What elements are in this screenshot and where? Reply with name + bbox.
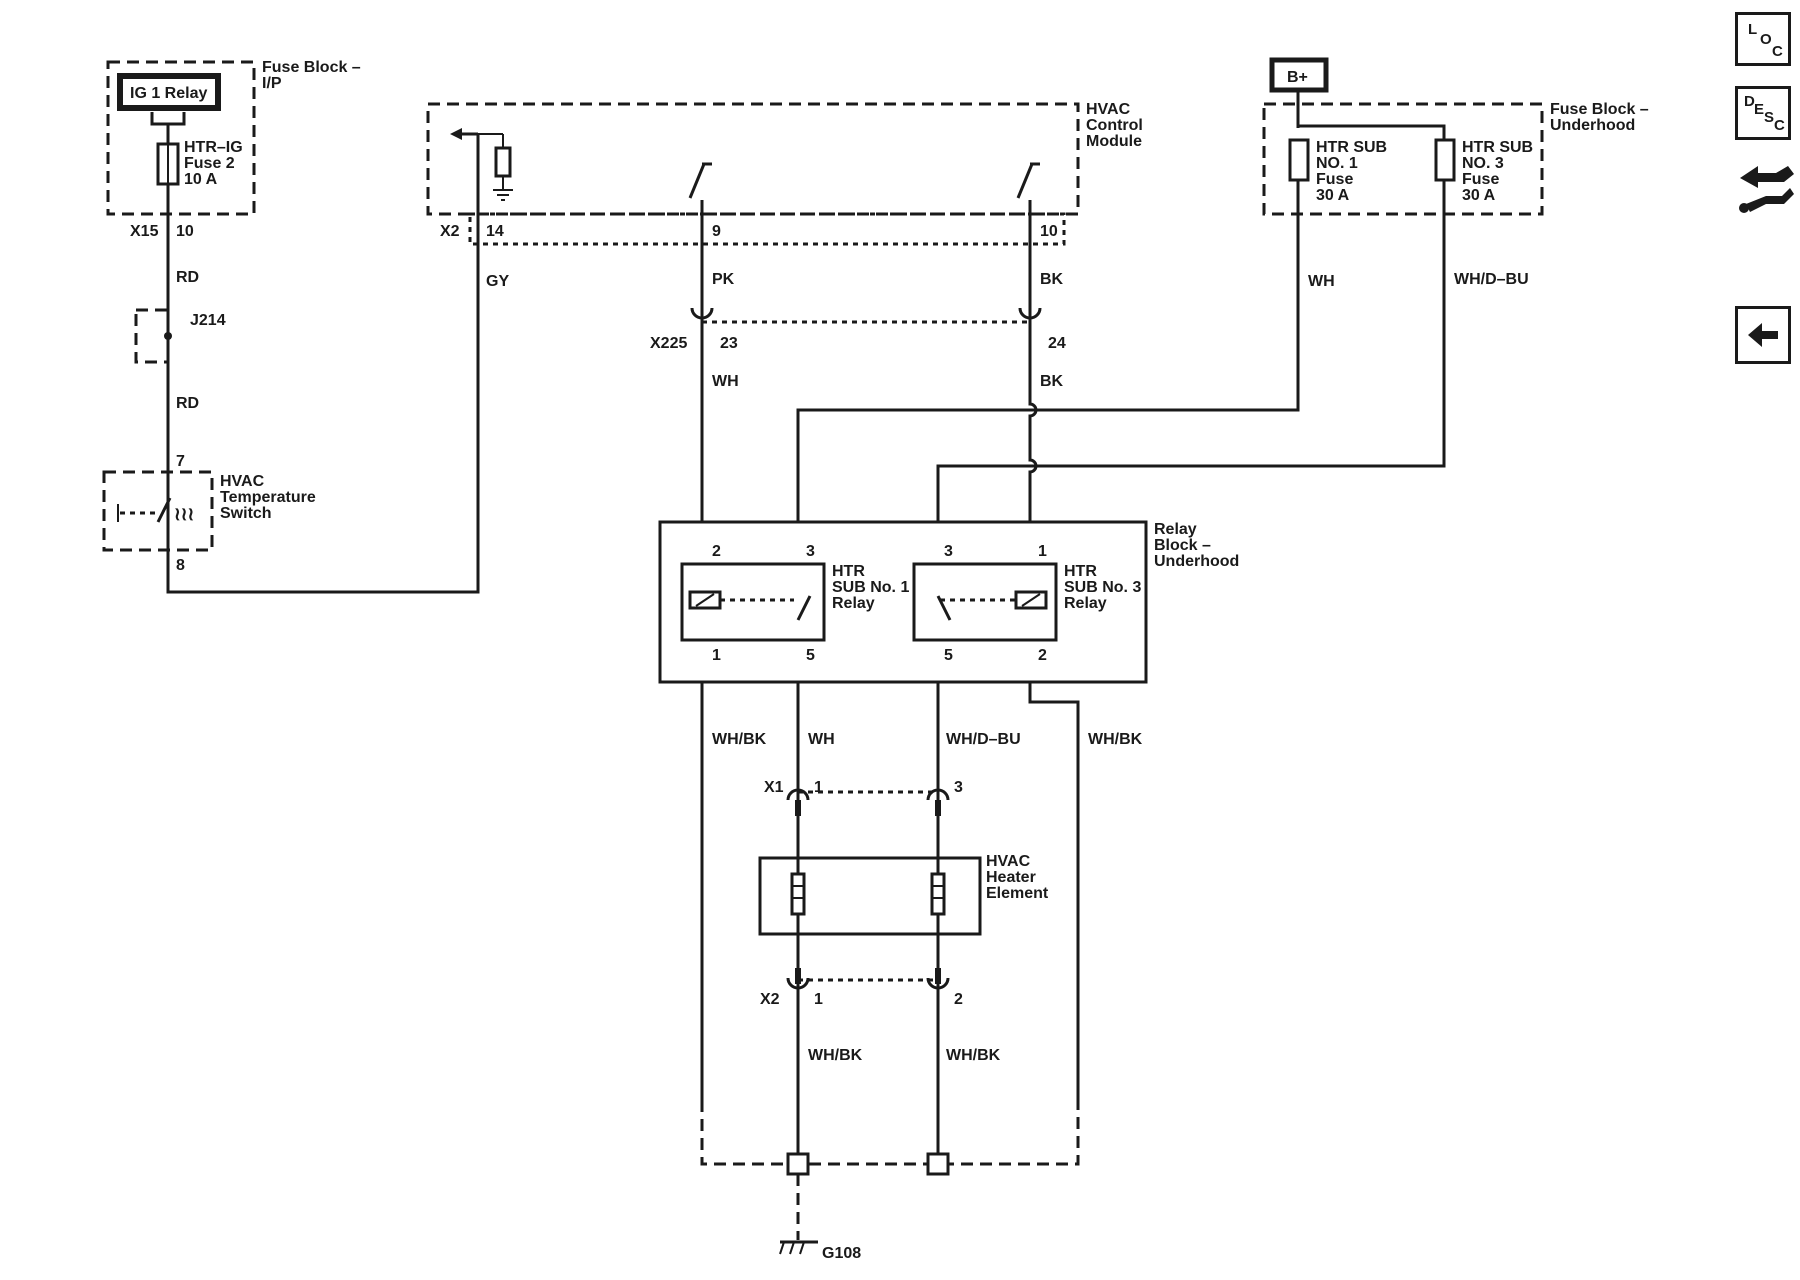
wire-label: WH/BK [946, 1047, 1001, 1064]
desc-letter-e: E [1754, 101, 1765, 118]
wire-label: WH/D–BU [1454, 271, 1529, 288]
desc-letter-s: S [1764, 109, 1775, 126]
desc-letter-c: C [1774, 117, 1785, 134]
htr-sub1-fuse-icon [1288, 138, 1310, 182]
wire-label: WH/BK [808, 1047, 863, 1064]
ground-splice-2 [926, 1152, 950, 1176]
pin-label: 7 [176, 453, 185, 470]
ground-icon [779, 1240, 818, 1255]
b-plus-box [1269, 57, 1329, 93]
wire-label: PK [712, 271, 735, 288]
pin-label: 1 [712, 647, 721, 664]
svg-text:≀≀≀: ≀≀≀ [174, 504, 194, 524]
connector-x1: X1 [764, 779, 784, 796]
pin-label: 2 [1038, 647, 1047, 664]
pin-label: 2 [712, 543, 721, 560]
pin-label: 8 [176, 557, 185, 574]
ig1-relay-label: IG 1 Relay [130, 85, 207, 102]
temp-switch-icon: ≀≀≀ [117, 472, 194, 550]
wire-label: RD [176, 395, 199, 412]
connector-x2-top: X2 [440, 223, 460, 240]
pin-label: 14 [486, 223, 504, 240]
pin-label: 5 [944, 647, 953, 664]
pin-label: 5 [806, 647, 815, 664]
pin-label: 3 [806, 543, 815, 560]
heater-coil2-icon [930, 872, 946, 916]
j214-label: J214 [190, 312, 226, 329]
wire-label: BK [1040, 373, 1064, 390]
connector-tool-icon[interactable] [1736, 156, 1796, 222]
wire-label: BK [1040, 271, 1064, 288]
pin-label: 10 [176, 223, 194, 240]
fuse-block-ip-label: Fuse Block –I/P [262, 59, 361, 92]
pin-label: 10 [1040, 223, 1058, 240]
j214-splice-icon [164, 332, 172, 340]
connector-x15: X15 [130, 223, 159, 240]
connector-cups [690, 307, 1042, 990]
resistor-icon [494, 146, 512, 178]
ig1-relay-box [117, 73, 221, 111]
wire-label: WH [808, 731, 835, 748]
connector-x225: X225 [650, 335, 687, 352]
pin-label: 3 [944, 543, 953, 560]
pin-label: 23 [720, 335, 738, 352]
pin-label: 2 [954, 991, 963, 1008]
pin-label: 1 [1038, 543, 1047, 560]
b-plus-label: B+ [1287, 69, 1308, 86]
pin-label: 3 [954, 779, 963, 796]
wire-label: WH/BK [1088, 731, 1143, 748]
pin-label: 1 [814, 779, 823, 796]
wire-label: RD [176, 269, 199, 286]
desc-button[interactable]: D E S C [1735, 86, 1791, 140]
wire-color-labels: RD RD GY PK BK WH BK WH WH/D–BU WH/BK WH… [176, 269, 1529, 1064]
htr-sub3-fuse-icon [1434, 138, 1456, 182]
connector-x2-bottom: X2 [760, 991, 780, 1008]
pin-label: 1 [814, 991, 823, 1008]
loc-letter-l: L [1748, 21, 1758, 38]
pin-label: 9 [712, 223, 721, 240]
wire-label: WH/D–BU [946, 731, 1021, 748]
loc-letter-c: C [1772, 43, 1783, 60]
ground-splice-1 [786, 1152, 810, 1176]
pin-labels: 10 14 9 10 23 24 7 8 2 3 1 5 3 1 5 2 1 3… [176, 223, 1066, 1008]
fuse-block-underhood-label: Fuse Block –Underhood [1550, 101, 1649, 134]
heater-coil1-icon [790, 872, 806, 916]
loc-letter-o: O [1760, 31, 1772, 48]
back-button[interactable] [1735, 306, 1791, 364]
pin-label: 24 [1048, 335, 1066, 352]
left-arrow-icon [1748, 323, 1778, 347]
ground-label: G108 [822, 1245, 861, 1262]
wire-label: WH/BK [712, 731, 767, 748]
wire-label: GY [486, 273, 509, 290]
connector-labels: X15 X2 X225 X1 X2 [130, 223, 784, 1008]
wire-label: WH [712, 373, 739, 390]
loc-button[interactable]: L O C [1735, 12, 1791, 66]
desc-letter-d: D [1744, 93, 1755, 110]
wire-label: WH [1308, 273, 1335, 290]
